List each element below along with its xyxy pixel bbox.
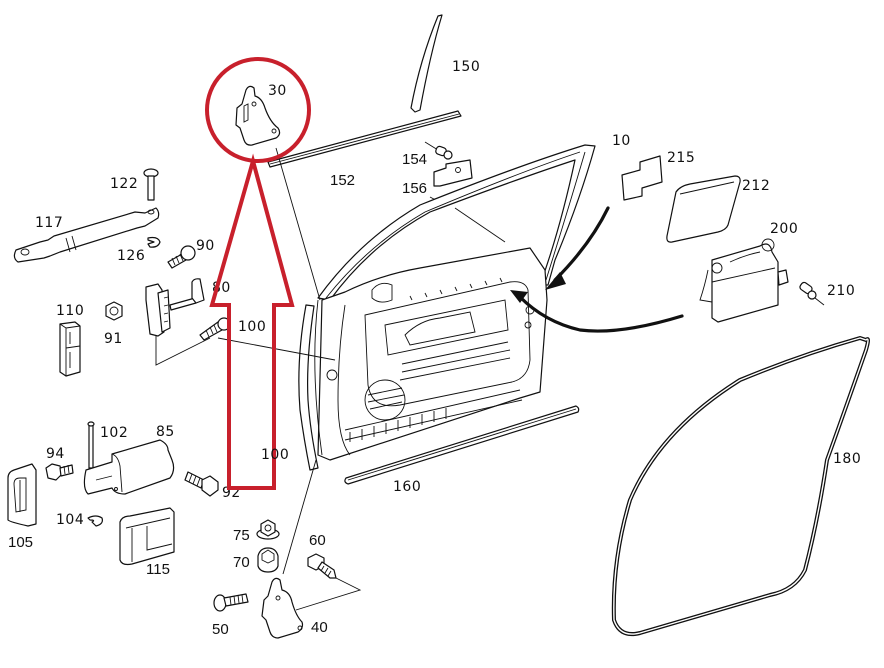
label-200: 200 bbox=[770, 221, 798, 237]
part-90-bolt[interactable] bbox=[167, 245, 196, 269]
label-160: 160 bbox=[393, 479, 421, 495]
label-105: 105 bbox=[8, 534, 33, 551]
part-102-hinge-pin[interactable] bbox=[87, 421, 95, 469]
part-110-buffer[interactable] bbox=[59, 321, 81, 377]
label-60: 60 bbox=[309, 532, 326, 549]
part-150-trim[interactable] bbox=[410, 14, 443, 113]
label-210: 210 bbox=[827, 283, 855, 299]
highlight-arrow bbox=[209, 153, 295, 490]
part-60-bolt[interactable] bbox=[307, 553, 337, 579]
label-10: 10 bbox=[612, 133, 631, 149]
highlight-circle bbox=[205, 57, 311, 163]
part-210-bolt[interactable] bbox=[799, 281, 825, 306]
label-150: 150 bbox=[452, 59, 480, 75]
label-104: 104 bbox=[56, 512, 84, 528]
part-100-screw[interactable] bbox=[199, 317, 231, 341]
part-50-bolt[interactable] bbox=[213, 593, 249, 612]
part-117-check-strut[interactable] bbox=[13, 207, 160, 263]
label-115: 115 bbox=[146, 561, 170, 578]
part-70-nut[interactable] bbox=[257, 547, 279, 573]
part-92-bolt[interactable] bbox=[184, 471, 219, 497]
label-126: 126 bbox=[117, 248, 145, 264]
part-200-lock-module[interactable] bbox=[699, 238, 789, 323]
arrow-pad-to-door bbox=[545, 206, 610, 290]
label-122: 122 bbox=[110, 176, 138, 192]
label-50: 50 bbox=[212, 621, 229, 638]
part-105-bracket[interactable] bbox=[7, 463, 37, 527]
label-30: 30 bbox=[268, 83, 287, 99]
part-215-pad[interactable] bbox=[621, 155, 663, 201]
label-212: 212 bbox=[742, 178, 770, 194]
part-85-hinge-block[interactable] bbox=[83, 439, 175, 495]
part-10-door-shell[interactable] bbox=[298, 144, 596, 471]
label-180: 180 bbox=[833, 451, 861, 467]
part-30-upper-hinge[interactable] bbox=[235, 85, 281, 146]
label-100: 100 bbox=[238, 319, 266, 335]
arrow-module-to-door bbox=[510, 290, 684, 333]
highlight-callout bbox=[205, 57, 311, 490]
label-85: 85 bbox=[156, 424, 175, 440]
label-154: 154 bbox=[402, 151, 427, 168]
label-91: 91 bbox=[104, 331, 123, 347]
part-75-nut[interactable] bbox=[256, 519, 280, 540]
part-160-sill-seal[interactable] bbox=[344, 405, 580, 485]
label-110: 110 bbox=[56, 303, 84, 319]
label-102: 102 bbox=[100, 425, 128, 441]
label-90: 90 bbox=[196, 238, 215, 254]
part-91-nut[interactable] bbox=[105, 301, 123, 321]
part-40-lower-hinge[interactable] bbox=[261, 577, 304, 639]
label-40: 40 bbox=[311, 619, 328, 636]
label-100-secondary: 100 bbox=[261, 447, 289, 463]
part-126-circlip[interactable] bbox=[147, 236, 161, 248]
part-180-door-seal[interactable] bbox=[611, 336, 870, 637]
label-152: 152 bbox=[330, 172, 355, 189]
part-94-bolt[interactable] bbox=[45, 463, 74, 481]
part-104-clip[interactable] bbox=[87, 515, 103, 527]
part-154-clip[interactable] bbox=[424, 141, 453, 160]
label-215: 215 bbox=[667, 150, 695, 166]
part-152-belt-moulding[interactable] bbox=[267, 110, 462, 168]
label-70: 70 bbox=[233, 554, 250, 571]
part-122-pin[interactable] bbox=[143, 168, 159, 201]
part-156-bracket[interactable] bbox=[433, 159, 473, 187]
part-115-cover[interactable] bbox=[119, 507, 175, 566]
part-212-cover[interactable] bbox=[666, 175, 741, 243]
label-117: 117 bbox=[35, 215, 63, 231]
part-80-check-arm[interactable] bbox=[145, 278, 205, 337]
label-94: 94 bbox=[46, 446, 65, 462]
label-156: 156 bbox=[402, 180, 427, 197]
label-75: 75 bbox=[233, 527, 250, 544]
